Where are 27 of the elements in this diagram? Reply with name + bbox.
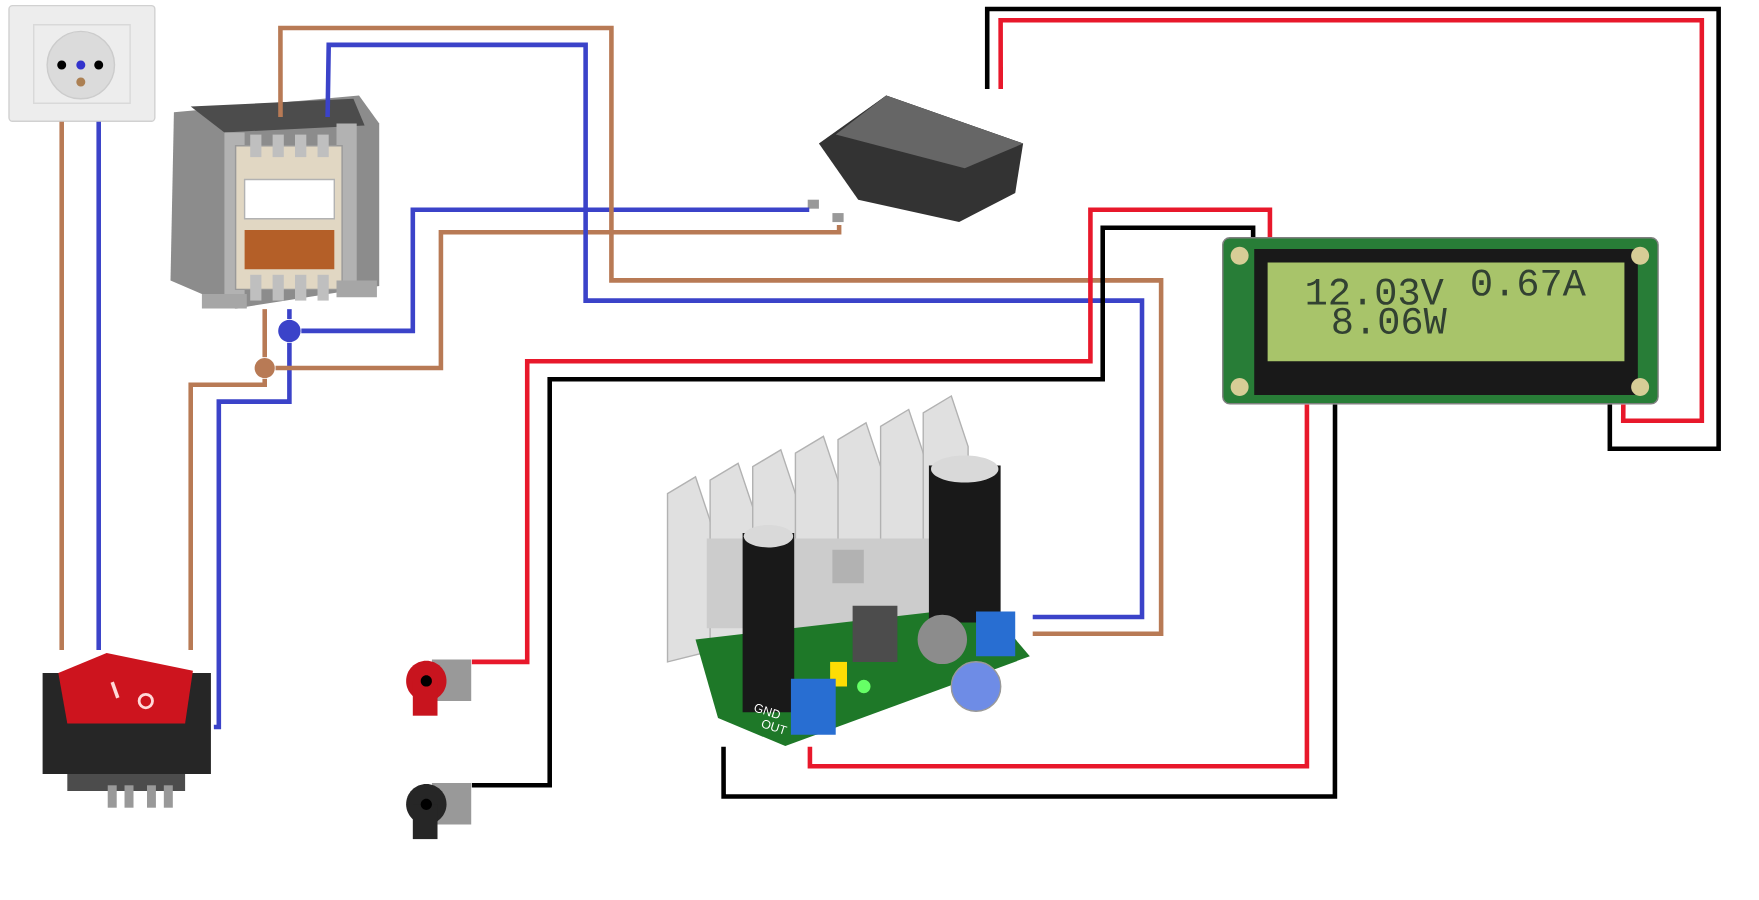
junction-dot <box>278 319 301 343</box>
wire <box>807 404 1310 769</box>
wire <box>59 122 64 651</box>
pcb-label: GND <box>754 704 781 719</box>
display-reading: 12.03V <box>1307 278 1444 305</box>
wall-socket-drawing <box>8 5 156 123</box>
pcb-label: OUT <box>761 720 788 735</box>
wire <box>721 404 1338 799</box>
rocker-switch-drawing <box>42 653 211 808</box>
banana-socket-drawing <box>406 659 472 716</box>
display-reading: 8.06W <box>1333 307 1447 335</box>
power-adapter-drawing <box>807 95 1024 223</box>
banana-socket-drawing <box>406 783 472 840</box>
display-reading: 0.67A <box>1472 269 1586 296</box>
wire <box>471 207 1273 665</box>
wire <box>471 225 1256 788</box>
lcd-module <box>1222 237 1659 405</box>
wire <box>287 309 292 320</box>
wire <box>96 122 101 651</box>
wire <box>262 309 267 358</box>
junction-dot <box>254 358 275 379</box>
wire <box>188 378 267 651</box>
wire <box>213 342 292 730</box>
wire <box>301 207 810 334</box>
regulator-board-drawing <box>666 395 1030 747</box>
wire <box>275 225 842 371</box>
transformer-drawing <box>170 95 380 309</box>
